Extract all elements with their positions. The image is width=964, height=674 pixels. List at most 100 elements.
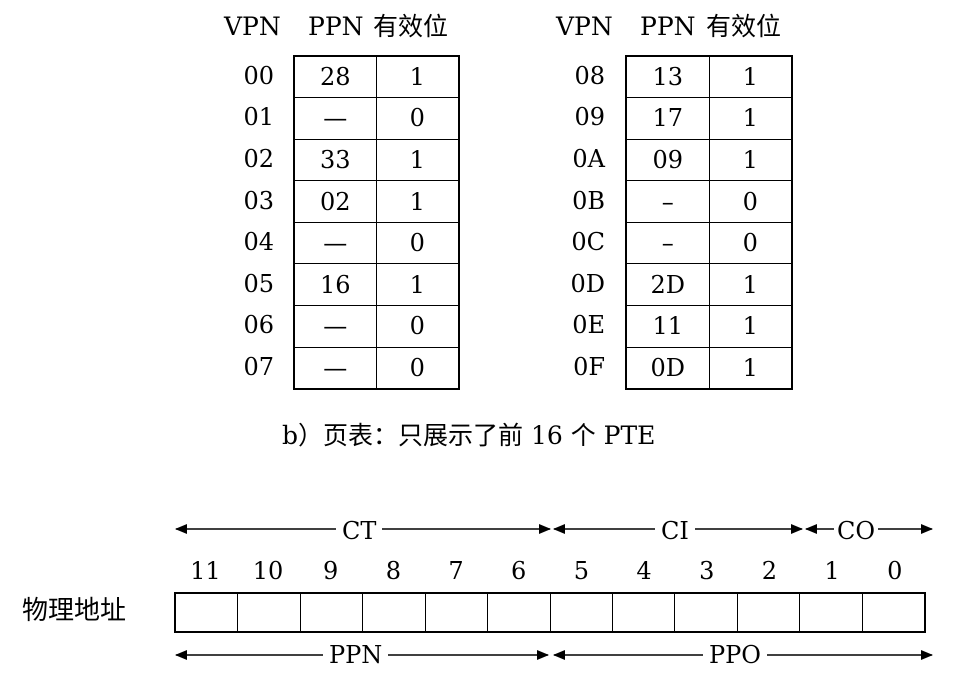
- bit-number: 6: [511, 557, 527, 585]
- top-field-arrows: [175, 524, 933, 534]
- bit-cell: [237, 594, 299, 631]
- bit-number: 10: [252, 557, 284, 585]
- vpn-label: 0A: [572, 144, 605, 173]
- bit-number: 7: [448, 557, 464, 585]
- vpn-label: 07: [243, 352, 274, 381]
- ppn-cell: 11: [625, 305, 710, 348]
- bit-cell: [674, 594, 736, 631]
- bit-number: 9: [323, 557, 339, 585]
- ppn-cell: 0D: [625, 346, 710, 390]
- valid-cell: 1: [708, 138, 793, 182]
- bit-number: 8: [385, 557, 401, 585]
- vpn-label: 0F: [573, 352, 605, 381]
- table-row: –0: [625, 180, 793, 223]
- valid-cell: 1: [708, 97, 793, 140]
- valid-cell: 1: [708, 346, 793, 390]
- bit-number: 11: [190, 557, 221, 585]
- vpn-label: 05: [243, 269, 274, 298]
- right-valid-header: 有效位: [706, 12, 782, 41]
- table-row: —0: [293, 346, 460, 390]
- ppn-cell: —: [293, 305, 377, 348]
- vpn-label: 09: [574, 103, 605, 132]
- bit-cell: [611, 594, 674, 631]
- bit-number: 4: [636, 557, 652, 585]
- vpn-label: 00: [243, 61, 274, 90]
- right-ppn-header: PPN: [640, 12, 696, 41]
- valid-cell: 0: [375, 346, 460, 390]
- valid-cell: 0: [708, 221, 793, 265]
- ppn-cell: 17: [625, 97, 710, 140]
- physical-address-bits: [174, 592, 926, 633]
- valid-cell: 1: [708, 55, 793, 99]
- bit-number-row: 11 10 9 8 7 6 5 4 3 2 1 0: [174, 559, 926, 583]
- bit-cell: [549, 594, 612, 631]
- vpn-label: 0D: [570, 269, 605, 298]
- valid-cell: 0: [708, 180, 793, 223]
- physical-address-label: 物理地址: [22, 596, 127, 626]
- bit-number: 0: [887, 557, 903, 585]
- valid-cell: 1: [375, 55, 460, 99]
- valid-cell: 0: [375, 221, 460, 265]
- ppn-cell: 02: [293, 180, 377, 223]
- bit-cell: [362, 594, 424, 631]
- ct-label: CT: [336, 519, 383, 543]
- vpn-label: 04: [243, 228, 274, 257]
- left-valid-header: 有效位: [373, 12, 449, 41]
- bit-number: 5: [573, 557, 589, 585]
- left-vpn-column: 00 01 02 03 04 05 06 07: [214, 55, 274, 388]
- table-row: —0: [293, 305, 460, 348]
- ppn-cell: –: [625, 221, 710, 265]
- valid-cell: 0: [375, 305, 460, 348]
- ppn-cell: —: [293, 346, 377, 390]
- ppn-cell: 28: [293, 55, 377, 99]
- right-vpn-column: 08 09 0A 0B 0C 0D 0E 0F: [545, 55, 605, 388]
- bit-cell: [424, 594, 487, 631]
- bit-number: 2: [761, 557, 778, 585]
- ppn-cell: 16: [293, 263, 377, 307]
- vpn-label: 02: [243, 144, 274, 173]
- bit-number: 3: [699, 557, 715, 585]
- vpn-label: 01: [243, 103, 274, 132]
- table-row: —0: [293, 221, 460, 265]
- vpn-label: 08: [574, 61, 605, 90]
- bit-cell: [299, 594, 362, 631]
- vpn-label: 0E: [572, 311, 605, 340]
- valid-cell: 1: [708, 305, 793, 348]
- valid-cell: 1: [708, 263, 793, 307]
- bottom-field-arrows: [175, 650, 933, 660]
- valid-cell: 1: [375, 180, 460, 223]
- vpn-label: 03: [243, 186, 274, 215]
- ppn-cell: —: [293, 97, 377, 140]
- ppn-cell: 09: [625, 138, 710, 182]
- valid-cell: 1: [375, 138, 460, 182]
- ppo-field-label: PPO: [703, 643, 767, 667]
- valid-cell: 1: [375, 263, 460, 307]
- co-label: CO: [834, 519, 879, 543]
- bit-cell: [176, 594, 237, 631]
- bit-cell: [736, 594, 799, 631]
- ppn-cell: 13: [625, 55, 710, 99]
- table-row: –0: [625, 221, 793, 265]
- left-ppn-header: PPN: [308, 12, 364, 41]
- ppn-field-label: PPN: [323, 643, 389, 667]
- vpn-label: 0B: [572, 186, 605, 215]
- bit-cell: [799, 594, 861, 631]
- ppn-cell: —: [293, 221, 377, 265]
- valid-cell: 0: [375, 97, 460, 140]
- ci-label: CI: [655, 519, 695, 543]
- bit-cell: [861, 594, 924, 631]
- vpn-label: 06: [243, 311, 274, 340]
- left-vpn-header: VPN: [224, 12, 281, 41]
- bit-cell: [487, 594, 549, 631]
- ppn-cell: 33: [293, 138, 377, 182]
